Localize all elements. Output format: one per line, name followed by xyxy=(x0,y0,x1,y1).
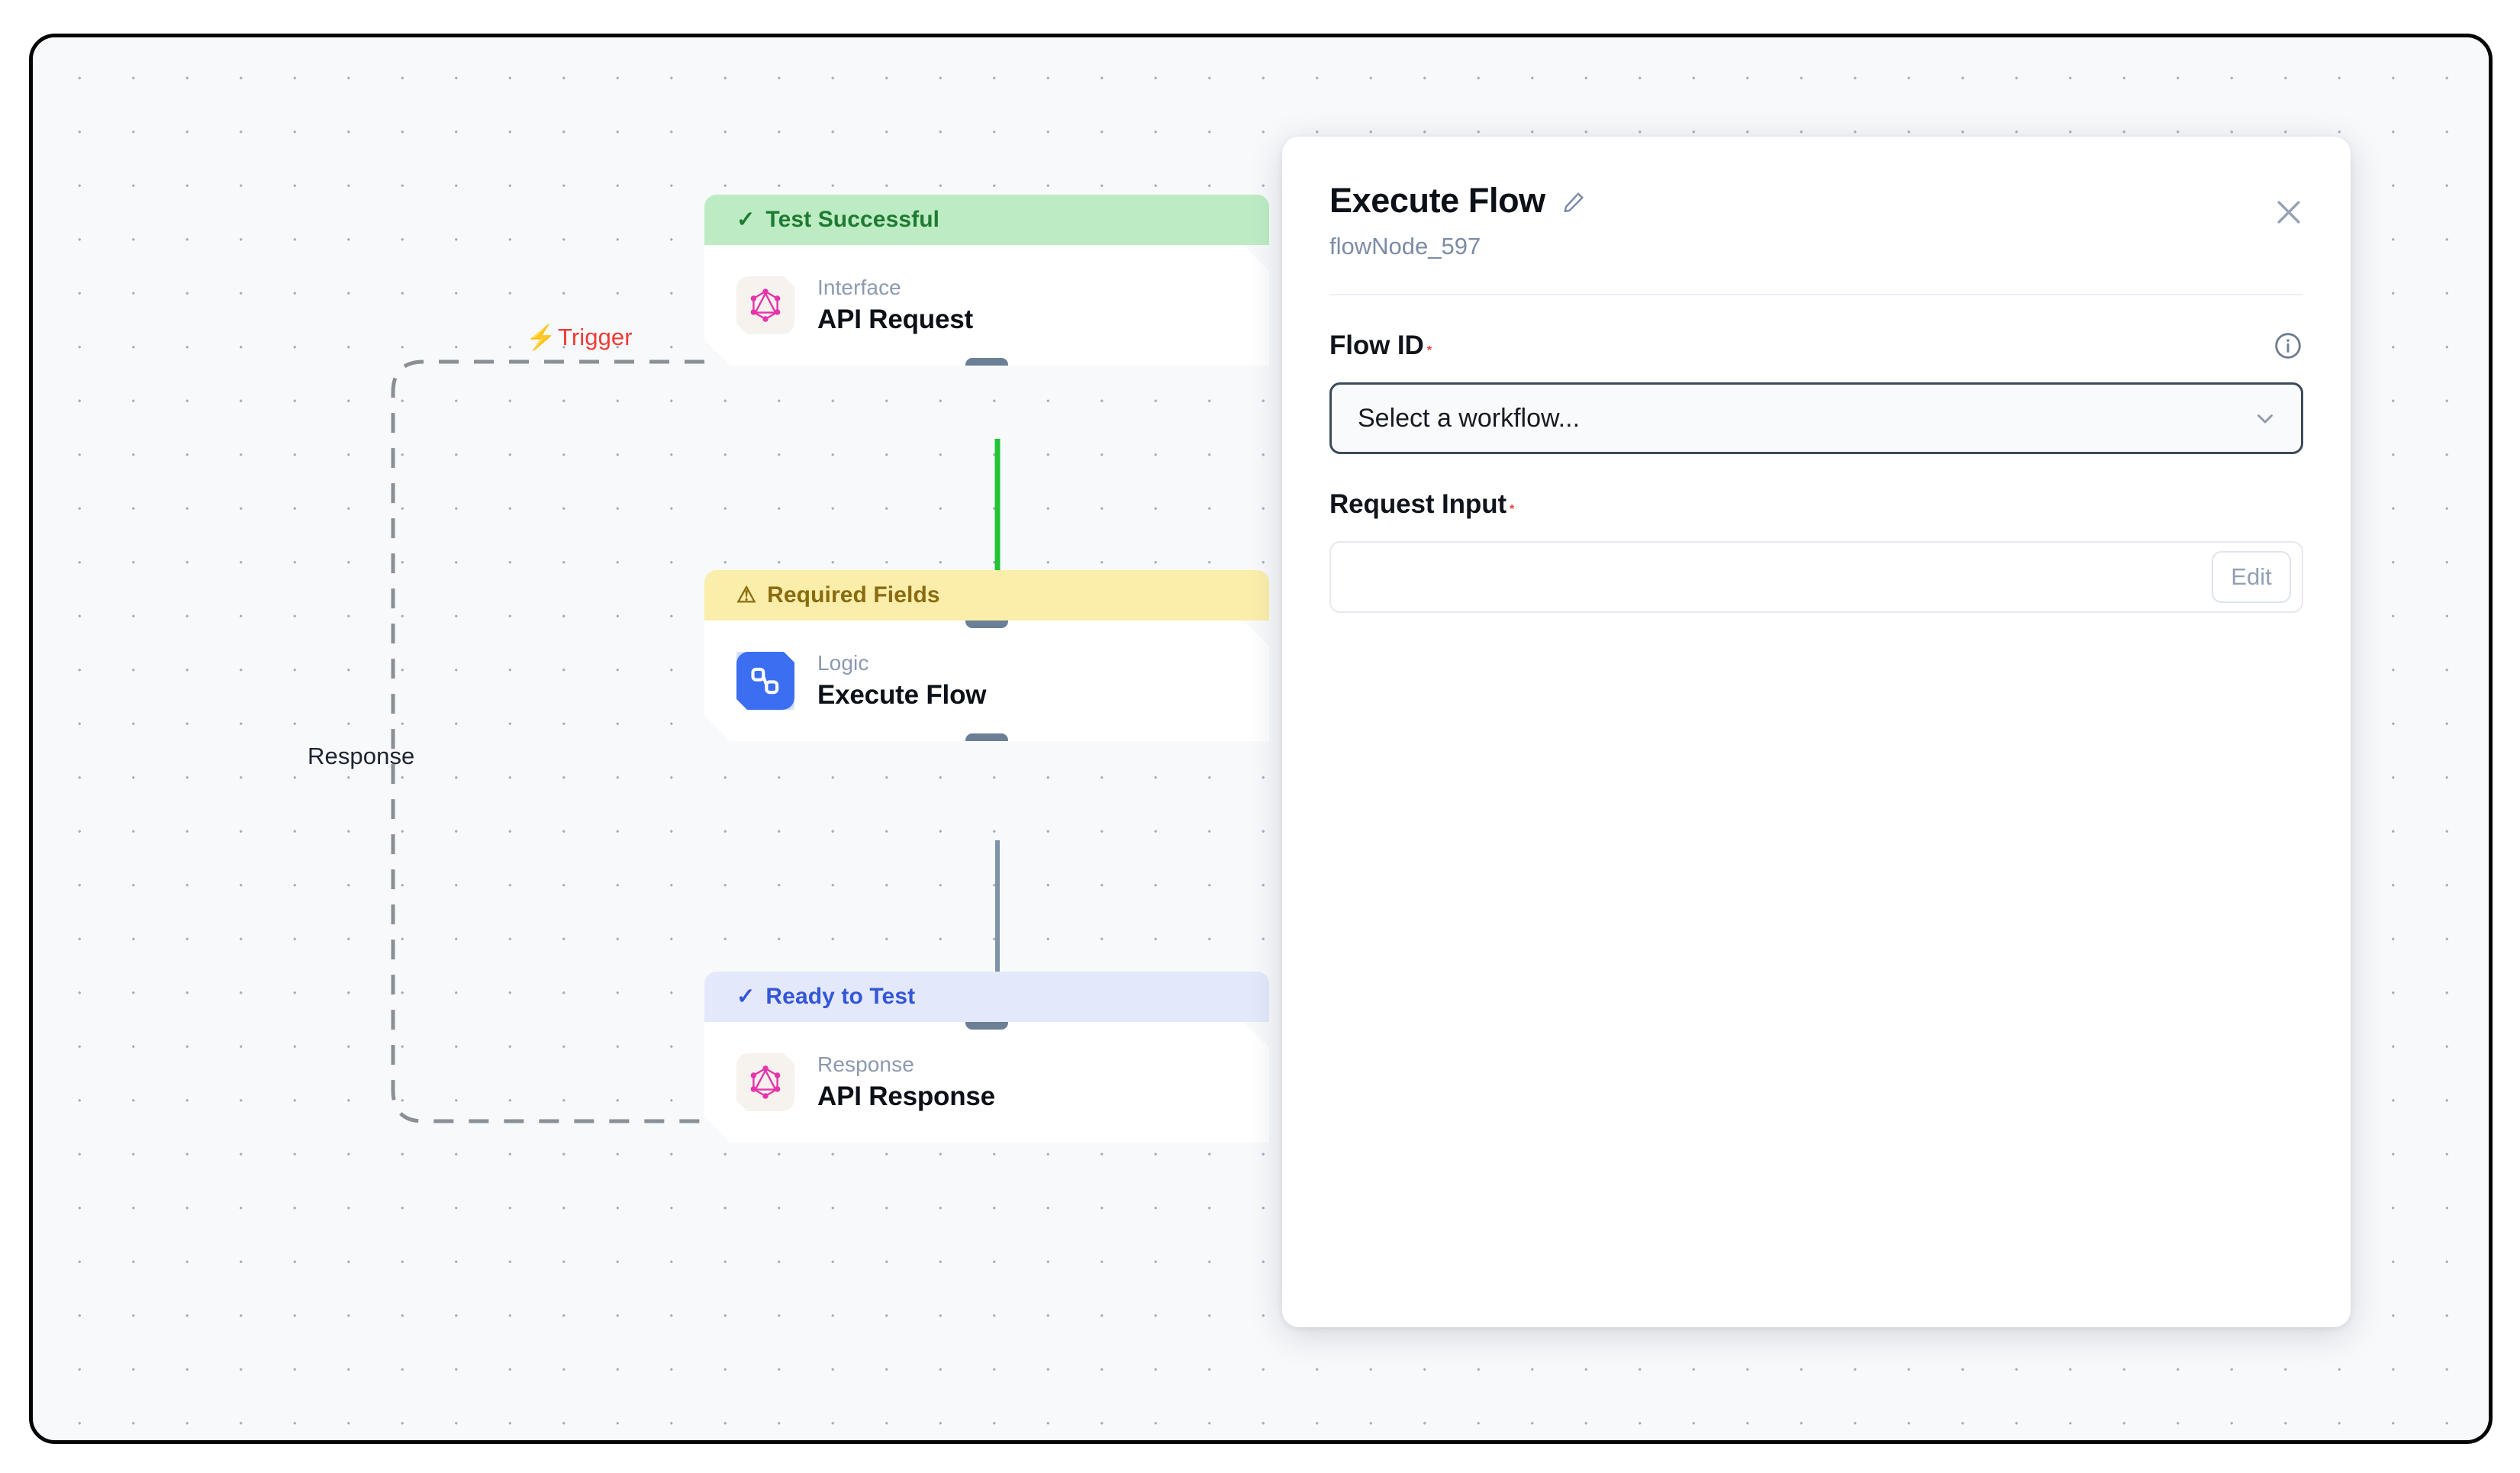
info-circle-icon[interactable] xyxy=(2273,330,2303,361)
panel-title: Execute Flow xyxy=(1329,181,1545,220)
node-output-handle[interactable] xyxy=(965,358,1008,373)
warning-triangle-icon: ⚠ xyxy=(736,582,757,608)
close-x-icon[interactable] xyxy=(2267,190,2311,234)
node-kind-label: Logic xyxy=(817,651,869,675)
field-label-row: Request Input* xyxy=(1329,489,2303,520)
lightning-bolt-icon: ⚡ xyxy=(526,324,556,351)
request-input-edit-button[interactable]: Edit xyxy=(2212,551,2291,603)
node-status-badge: ⚠ Required Fields xyxy=(704,570,1269,620)
node-status-label: Test Successful xyxy=(765,207,940,232)
node-title-label: API Response xyxy=(817,1081,995,1111)
node-kind-label: Interface xyxy=(817,276,901,299)
node-status-badge: ✓ Test Successful xyxy=(704,195,1269,245)
node-title-label: API Request xyxy=(817,305,973,334)
field-label: Request Input xyxy=(1329,489,1507,519)
request-input-label-group: Request Input* xyxy=(1329,489,1514,520)
node-card-body[interactable]: Interface API Request xyxy=(704,245,1269,366)
node-status-label: Required Fields xyxy=(767,582,940,608)
field-label-row: Flow ID* xyxy=(1329,330,2303,361)
edge-label-trigger-text: Trigger xyxy=(557,324,633,350)
field-request-input: Request Input* Edit xyxy=(1329,489,2303,613)
check-icon: ✓ xyxy=(736,984,756,1009)
panel-subtitle: flowNode_597 xyxy=(1329,233,1481,259)
edge-trigger-response xyxy=(391,359,720,1123)
edge-label-response: Response xyxy=(308,743,415,769)
node-kind-label: Response xyxy=(817,1052,914,1076)
node-title-label: Execute Flow xyxy=(817,680,987,710)
node-card-body[interactable]: Logic Execute Flow xyxy=(704,620,1269,741)
flow-id-select-value: Select a workflow... xyxy=(1358,403,1581,433)
node-status-badge: ✓ Ready to Test xyxy=(704,972,1269,1022)
panel-title-row: Execute Flow xyxy=(1329,181,2303,221)
field-label: Flow ID xyxy=(1329,330,1424,360)
edge-label-trigger: ⚡ Trigger xyxy=(526,324,633,351)
node-output-handle[interactable] xyxy=(965,733,1008,749)
flow-node-execute-flow[interactable]: ⚠ Required Fields xyxy=(704,570,1269,741)
field-flow-id: Flow ID* Select a workflow... xyxy=(1329,330,2303,454)
node-properties-panel: Execute Flow flowNode_597 xyxy=(1282,137,2351,1327)
pencil-icon[interactable] xyxy=(1561,189,1587,215)
request-input-control[interactable]: Edit xyxy=(1329,541,2303,613)
request-input-field[interactable] xyxy=(1354,562,2212,591)
flow-node-api-response[interactable]: ✓ Ready to Test xyxy=(704,972,1269,1143)
node-card-body[interactable]: Response API Response xyxy=(704,1022,1269,1143)
workflow-editor-frame: ⚡ Trigger Response ✓ Test Successful xyxy=(29,34,2493,1444)
chevron-down-icon xyxy=(2252,405,2278,431)
flow-id-label-group: Flow ID* xyxy=(1329,330,1432,361)
flow-id-select[interactable]: Select a workflow... xyxy=(1329,382,2303,454)
panel-header: Execute Flow flowNode_597 xyxy=(1282,137,2351,295)
required-marker: * xyxy=(1426,344,1432,357)
node-status-label: Ready to Test xyxy=(765,984,916,1009)
panel-divider xyxy=(1329,294,2303,295)
required-marker: * xyxy=(1510,503,1515,516)
check-icon: ✓ xyxy=(736,207,756,232)
panel-body: Flow ID* Select a workflow... xyxy=(1282,295,2351,613)
graphql-icon xyxy=(736,276,794,334)
flow-node-api-request[interactable]: ✓ Test Successful xyxy=(704,195,1269,366)
workflow-nodes-icon xyxy=(736,652,794,710)
graphql-icon xyxy=(736,1053,794,1111)
